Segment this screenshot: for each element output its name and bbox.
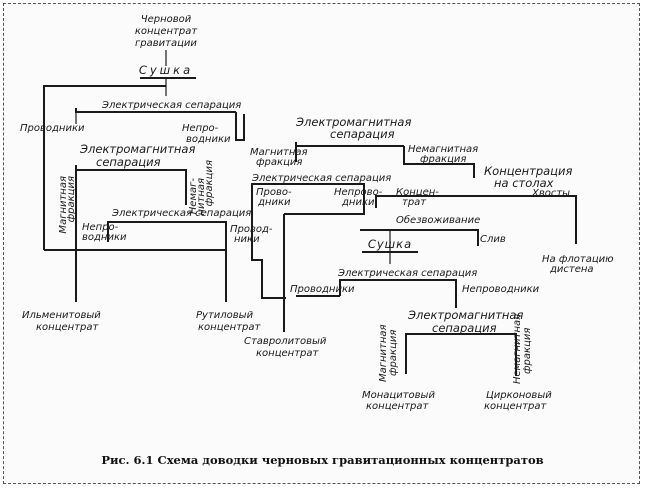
emsep1-bar [75, 165, 187, 205]
drying-2-label: Сушка [368, 237, 412, 251]
tables-conc-1-label: Концен- [396, 187, 439, 198]
elsep-1-label: Электрическая сепарация [101, 100, 241, 111]
nonmagnetic-1a-label: Немаг- [188, 178, 199, 215]
ilmenite-2-label: концентрат [36, 322, 99, 333]
dewatering-label: Обезвоживание [396, 214, 480, 226]
nonmagnetic-3a-label: Немагнитная [512, 314, 523, 384]
nonmagnetic-3b-label: фракция [522, 328, 533, 374]
flow-lines [43, 50, 577, 376]
emsep-3a-label: Электромагнитная [407, 308, 523, 322]
magnetic-2b-label: фракция [256, 157, 302, 168]
ilmenite-1-label: Ильменитовый [22, 310, 101, 321]
nonmagnetic-2b-label: фракция [420, 154, 466, 165]
rough-conc-label-2: концентрат [135, 26, 198, 37]
emsep2-bar [295, 142, 404, 147]
elsep3-nonconductors [284, 200, 365, 215]
magnetic-3b-label: фракция [388, 330, 399, 376]
nonconductors-3a-label: Непрово- [334, 187, 383, 198]
nonconductors-2b-label: водники [82, 232, 127, 243]
elsep3-conductors-down [251, 206, 286, 299]
magnetic-1a-label: Магнитная [58, 176, 69, 234]
conductors-2a-label: Провод- [230, 224, 273, 235]
emsep-2a-label: Электромагнитная [295, 115, 411, 129]
drain-label: Слив [480, 234, 506, 245]
magnetic-3a-label: Магнитная [378, 324, 389, 382]
monazite-1-label: Монацитовый [362, 390, 435, 401]
nonmagnetic-2a-label: Немагнитная [408, 144, 478, 155]
elsep2-bar [107, 221, 227, 246]
nonconductors-3b-label: дники [341, 197, 375, 208]
figure-caption: Рис. 6.1 Схема доводки черновых гравитац… [101, 453, 544, 467]
to-flotation-1-label: На флотацию [542, 254, 614, 265]
elsep3-bar [251, 183, 365, 206]
conductors-3a-label: Прово- [256, 187, 292, 198]
monazite-2-label: концентрат [366, 401, 429, 412]
rough-conc-label-1: Черновой [141, 14, 192, 25]
rutile-1-label: Рутиловый [196, 310, 254, 321]
emsep3-bar [405, 333, 517, 376]
staurolite-1-label: Ставролитовый [244, 336, 327, 347]
staurolite-2-label: концентрат [256, 348, 319, 359]
nonconductors1-line [235, 112, 245, 141]
nonmagnetic-1c-label: фракция [204, 160, 215, 206]
emsep-2b-label: сепарация [330, 127, 395, 141]
flow-labels: Черновой концентрат гравитации Сушка Эле… [20, 14, 614, 412]
nonconductors-1b-label: водники [186, 134, 231, 145]
emsep-1b-label: сепарация [96, 155, 161, 169]
conductors-1-label: Проводники [20, 123, 85, 134]
emsep-3b-label: сепарация [432, 321, 497, 335]
zircon-1-label: Цирконовый [486, 390, 552, 401]
dewatering-bar [360, 229, 479, 246]
elsep4-bar [339, 279, 457, 296]
emsep-1a-label: Электромагнитная [79, 142, 195, 156]
magnetic-1b-label: фракция [66, 176, 77, 222]
emsep2-nonmag-to-tables [403, 146, 475, 178]
tables-2-label: на столах [494, 176, 554, 190]
zircon-2-label: концентрат [484, 401, 547, 412]
to-flotation-2-label: дистена [549, 264, 594, 275]
rutile-2-label: концентрат [198, 322, 261, 333]
tables-conc-2-label: трат [402, 197, 427, 208]
magnetic-2a-label: Магнитная [250, 147, 308, 158]
drying-1-label: Сушка [139, 63, 193, 77]
conductors-3b-label: дники [257, 197, 291, 208]
nonmagnetic-1b-label: нитная [196, 178, 207, 216]
nonconductors-4-label: Непроводники [462, 284, 540, 295]
nonconductors-1a-label: Непро- [182, 123, 219, 134]
recycle-loop [43, 85, 166, 250]
elsep-4-label: Электрическая сепарация [337, 268, 477, 279]
rough-conc-label-3: гравитации [135, 38, 197, 49]
conductors-4-label: Проводники [290, 284, 355, 295]
tailings-label: Хвосты [531, 188, 570, 199]
elsep-2-label: Электрическая сепарация [111, 208, 251, 219]
conductors-2b-label: ники [234, 234, 260, 245]
elsep-3-label: Электрическая сепарация [251, 173, 391, 184]
tables-1-label: Концентрация [484, 164, 572, 178]
nonconductors-2a-label: Непро- [82, 222, 119, 233]
figure-frame [3, 3, 640, 484]
